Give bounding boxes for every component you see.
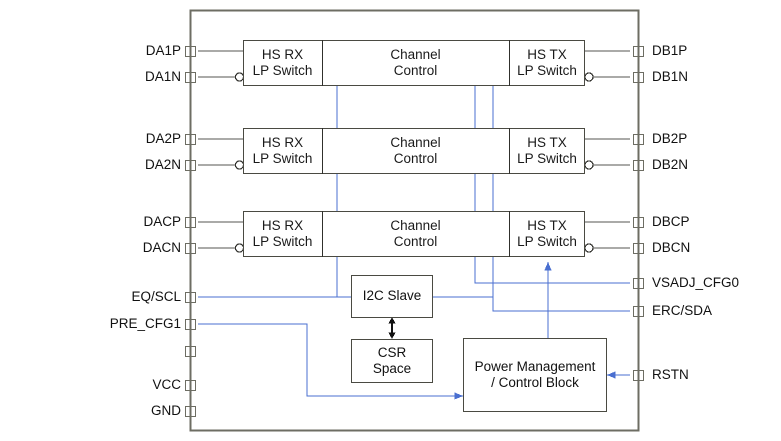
channel-2-hs-rx: HS RX LP Switch [243,128,322,174]
channel-row-1 [243,40,585,86]
channel-c-hs-rx-line2: LP Switch [252,234,313,249]
channel-1-hs-rx-line2: LP Switch [252,63,313,78]
channel-c-sep-tx [509,211,510,257]
pin-pad-db2p[interactable] [632,133,644,145]
arrowhead-csr-down [388,332,396,339]
pin-pad-dbcp[interactable] [632,216,644,228]
channel-1-hs-rx: HS RX LP Switch [243,40,322,86]
pin-pad-vsadj[interactable] [632,277,644,289]
pin-label-da2p: DA2P [145,131,181,146]
channel-1-hs-tx-line2: LP Switch [517,63,577,78]
channel-1-hs-rx-line1: HS RX [261,46,304,62]
pin-label-dbcp: DBCP [652,214,690,229]
bus-tx-c3 [492,257,630,312]
csr-space-line2: Space [372,361,412,376]
pin-pad-rstn[interactable] [632,369,644,381]
channel-1-hs-tx-line1: HS TX [527,46,567,62]
power-management-line2: / Control Block [491,375,579,390]
pin-label-dacp: DACP [143,214,181,229]
pin-label-rstn: RSTN [652,367,689,382]
channel-2-sep-rx [322,128,323,174]
pin-pad-dacn[interactable] [184,242,196,254]
channel-1-control-line1: Channel [390,46,441,62]
pin-label-vsadj: VSADJ_CFG0 [652,275,740,290]
pin-label-dacn: DACN [142,240,181,255]
channel-row-2 [243,128,585,174]
pin-label-dbcn: DBCN [652,240,691,255]
pin-pad-db1p[interactable] [632,45,644,57]
pin-label-da1p: DA1P [145,43,181,58]
pin-label-gnd: GND [151,403,181,418]
pin-label-db2n: DB2N [652,157,689,172]
bus-tx-b3 [474,257,630,284]
pin-label-da1n: DA1N [144,69,181,84]
pin-label-vcc: VCC [152,377,181,392]
channel-c-sep-rx [322,211,323,257]
pin-pad-nc1[interactable] [184,345,196,357]
i2c-slave-label: I2C Slave [362,288,422,304]
channel-1-sep-tx [509,40,510,86]
channel-1-control: Channel Control [322,40,509,86]
pin-pad-eqscl[interactable] [184,291,196,303]
channel-2-hs-tx-line2: LP Switch [517,151,577,166]
pin-pad-db1n[interactable] [632,71,644,83]
channel-2-hs-rx-line2: LP Switch [252,151,313,166]
channel-c-hs-rx-line1: HS RX [261,217,304,233]
channel-2-sep-tx [509,128,510,174]
pin-pad-gnd[interactable] [184,405,196,417]
channel-1-control-line2: Control [393,63,438,78]
channel-2-control: Channel Control [322,128,509,174]
csr-space-block: CSR Space [351,339,433,383]
power-management-block: Power Management / Control Block [463,338,607,412]
pin-label-db2p: DB2P [652,131,688,146]
pin-label-precfg1: PRE_CFG1 [109,316,181,331]
i2c-slave-block: I2C Slave [351,275,433,318]
channel-c-hs-tx-line1: HS TX [527,217,567,233]
channel-2-hs-tx: HS TX LP Switch [509,128,585,174]
pin-pad-precfg1[interactable] [184,318,196,330]
power-management-line1: Power Management [474,358,596,374]
pin-pad-ercsda[interactable] [632,305,644,317]
channel-2-hs-rx-line1: HS RX [261,134,304,150]
pin-pad-da2n[interactable] [184,159,196,171]
channel-c-hs-tx: HS TX LP Switch [509,211,585,257]
pin-pad-db2n[interactable] [632,159,644,171]
bus-control-a3 [336,257,351,298]
channel-c-control-line1: Channel [390,217,441,233]
channel-1-sep-rx [322,40,323,86]
pin-pad-dbcn[interactable] [632,242,644,254]
pin-label-ercsda: ERC/SDA [652,303,713,318]
pin-pad-da1p[interactable] [184,45,196,57]
device-boundary [189,9,640,432]
channel-c-hs-rx: HS RX LP Switch [243,211,322,257]
channel-c-control-line2: Control [393,234,438,249]
wire-precfg1-to-pmu [198,323,464,400]
channel-1-hs-tx: HS TX LP Switch [509,40,585,86]
pin-label-da2n: DA2N [144,157,181,172]
pin-label-db1n: DB1N [652,69,689,84]
pin-pad-da1n[interactable] [184,71,196,83]
channel-2-control-line1: Channel [390,134,441,150]
pin-pad-dacp[interactable] [184,216,196,228]
channel-c-hs-tx-line2: LP Switch [517,234,577,249]
pin-pad-da2p[interactable] [184,133,196,145]
pin-pad-vcc[interactable] [184,379,196,391]
pin-label-db1p: DB1P [652,43,688,58]
pin-label-eqscl: EQ/SCL [131,289,181,304]
channel-2-control-line2: Control [393,151,438,166]
csr-space-line1: CSR [377,344,407,360]
channel-c-control: Channel Control [322,211,509,257]
channel-row-c [243,211,585,257]
arrowhead-i2c-up [388,317,396,324]
channel-2-hs-tx-line1: HS TX [527,134,567,150]
